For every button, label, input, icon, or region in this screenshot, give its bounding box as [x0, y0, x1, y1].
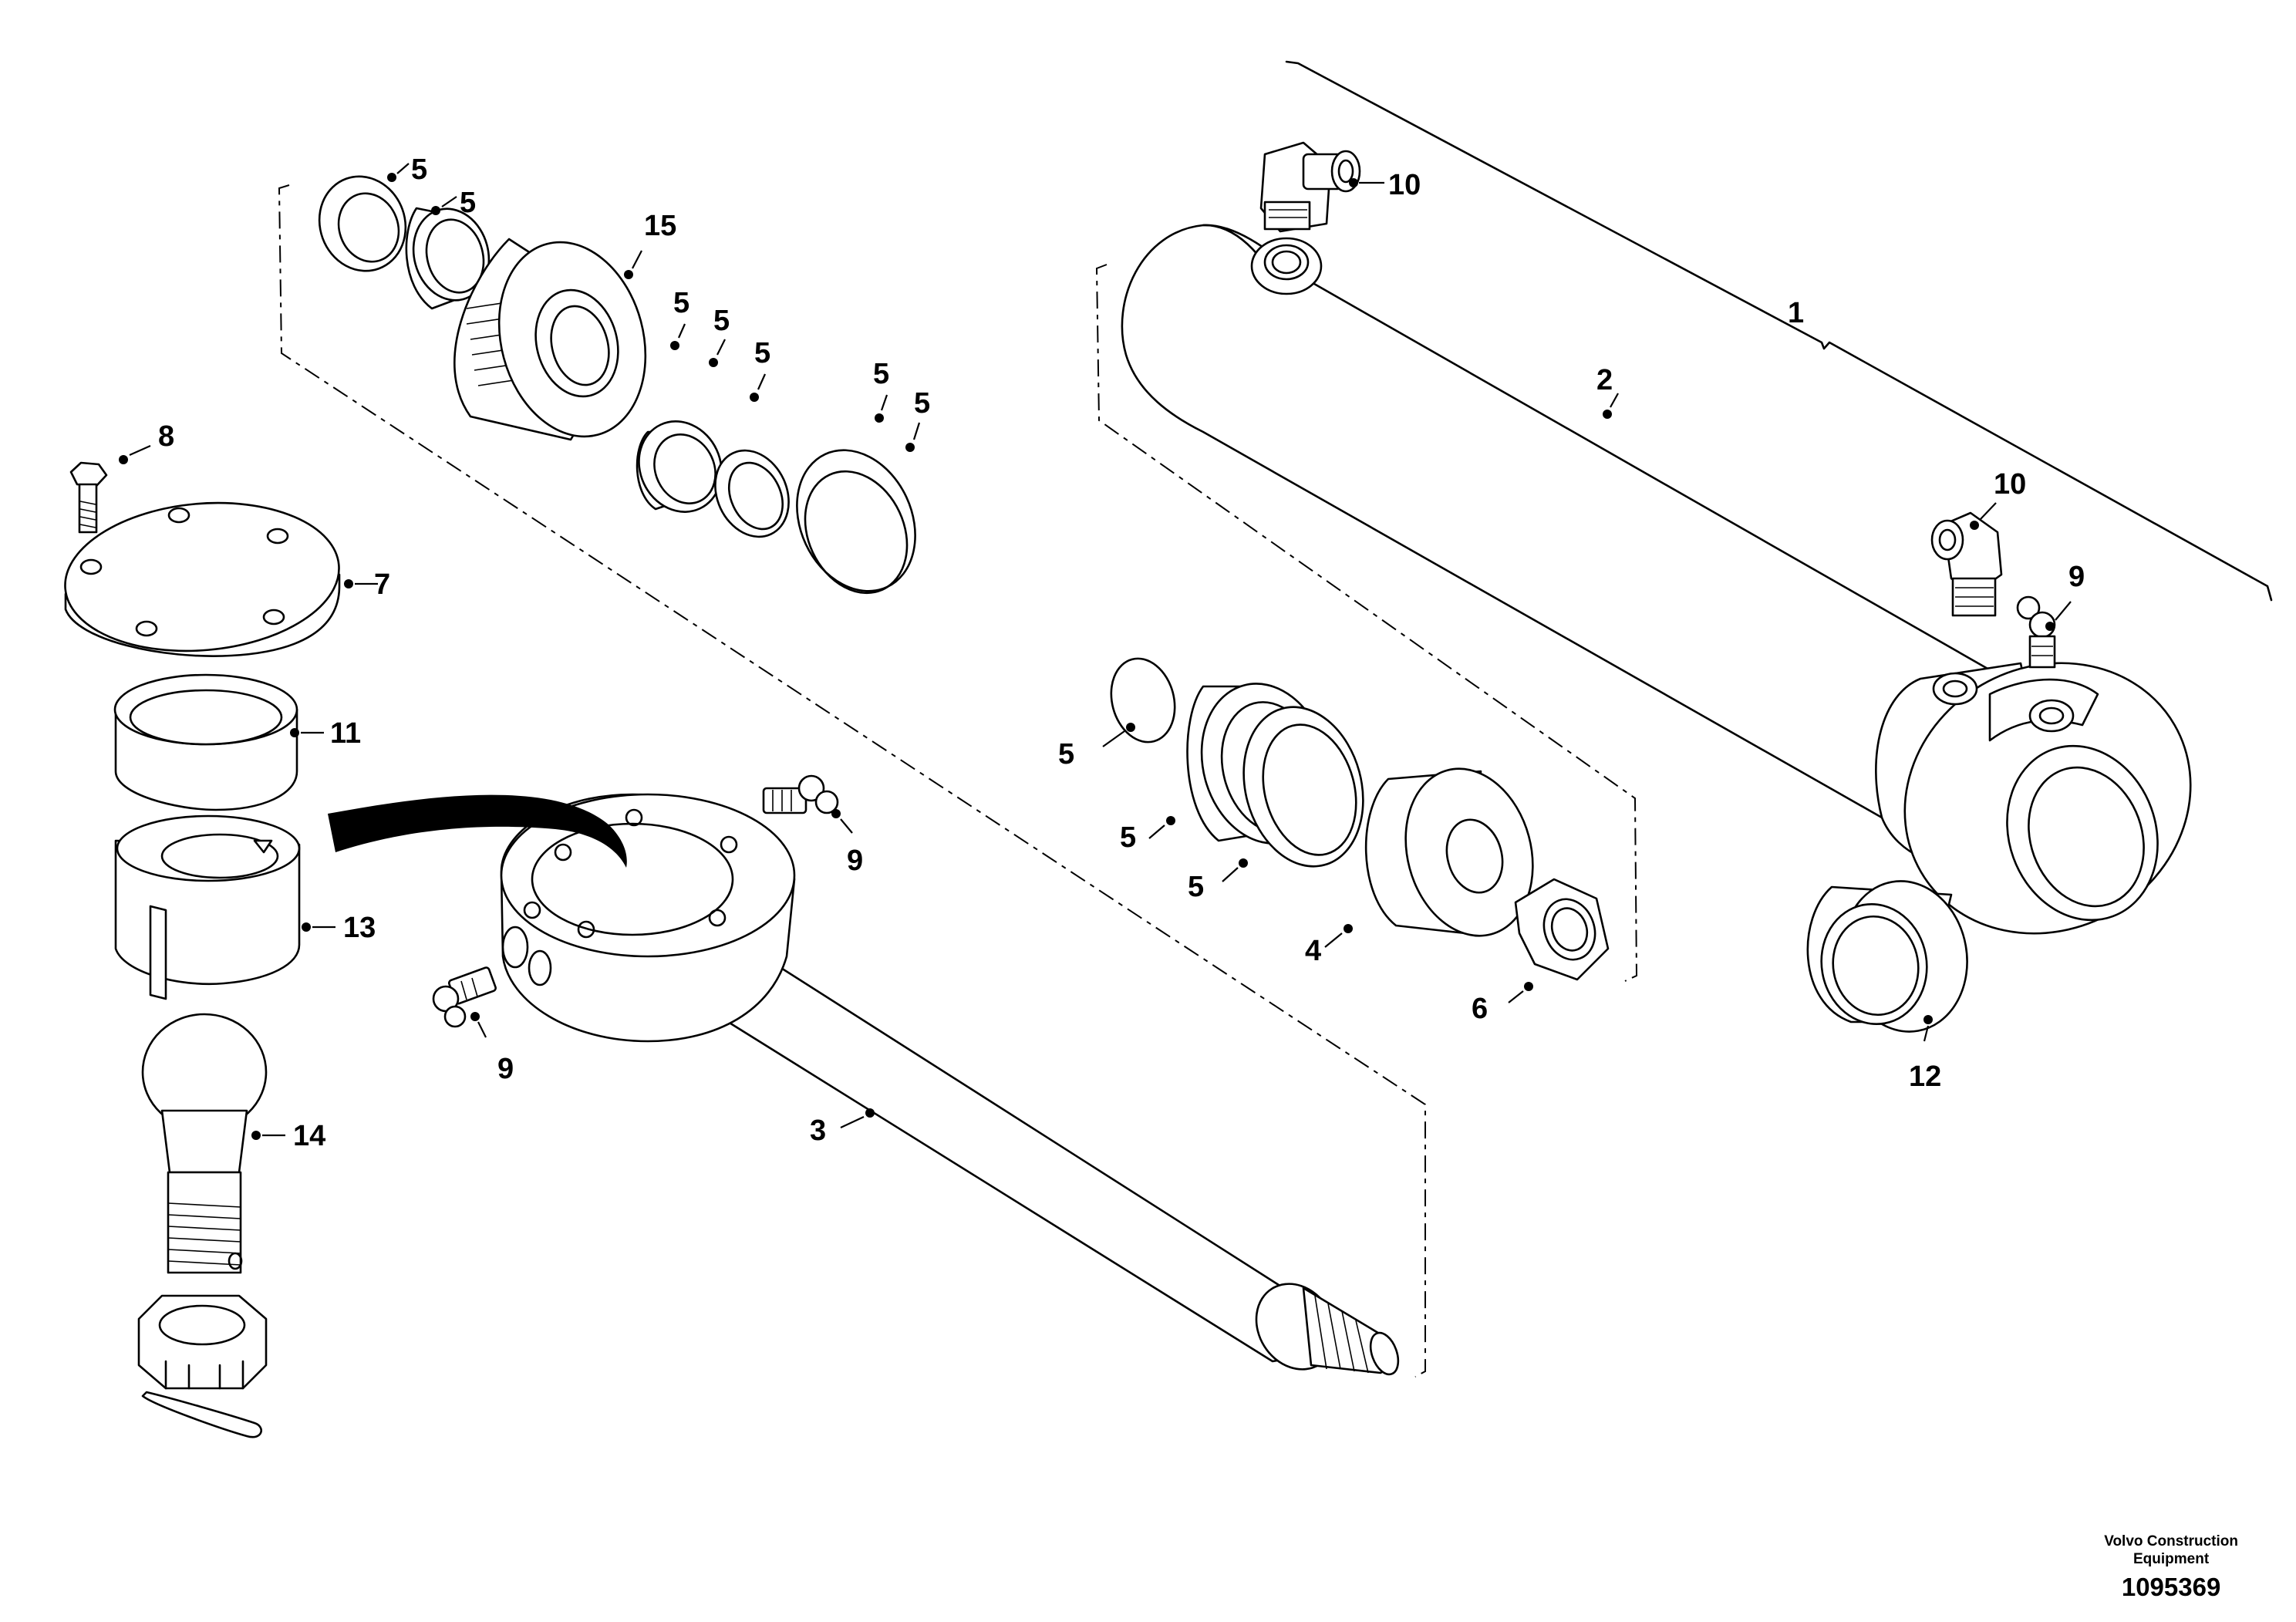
seal-ring-d	[714, 449, 790, 538]
callout-9-b: 9	[497, 1053, 514, 1085]
hose-arrow	[328, 794, 627, 868]
piston-rod	[500, 793, 1400, 1376]
callout-5-i: 5	[1120, 821, 1136, 854]
grease-nipple-rod-right	[762, 774, 839, 814]
castle-nut	[137, 1294, 268, 1390]
callout-5-b: 5	[460, 187, 476, 219]
bolt	[69, 461, 108, 534]
seal-ring-c	[636, 420, 723, 513]
drawing-number: 1095369	[2121, 1573, 2221, 1601]
barrel-rod-eye	[1875, 662, 2192, 935]
callout-5-e: 5	[754, 337, 770, 369]
callout-11: 11	[330, 717, 361, 750]
callout-3: 3	[810, 1114, 826, 1147]
cover-plate	[64, 501, 341, 657]
grease-nipple-rod-left	[432, 966, 497, 1028]
callout-15: 15	[644, 210, 676, 242]
company-line-2: Equipment	[2133, 1551, 2210, 1567]
callout-5-g: 5	[914, 387, 930, 420]
callout-9-a: 9	[847, 845, 863, 877]
callout-5-a: 5	[411, 153, 427, 186]
leader-lines	[119, 163, 2072, 1140]
callout-5-f: 5	[873, 358, 889, 390]
callout-9-c: 9	[2068, 561, 2085, 593]
lock-nut	[1514, 878, 1610, 981]
callout-6: 6	[1472, 993, 1488, 1025]
assembly-bracket-1	[1285, 60, 2273, 602]
grease-nipple-barrel	[2016, 595, 2056, 669]
callout-10-b: 10	[1994, 468, 2026, 501]
seal-ring-b	[405, 207, 491, 310]
split-bushing	[114, 814, 301, 1000]
group-dashed-lines	[278, 184, 1638, 1378]
callout-5-c: 5	[673, 287, 689, 319]
callout-12: 12	[1909, 1061, 1941, 1093]
callout-8: 8	[158, 420, 174, 453]
callout-5-h: 5	[1058, 738, 1074, 771]
ball-stud	[141, 1013, 268, 1274]
cotter-pin	[141, 1391, 262, 1438]
spacer-ring	[113, 673, 298, 811]
o-ring-small	[1110, 657, 1176, 744]
callout-10-a: 10	[1388, 169, 1421, 201]
callout-14: 14	[293, 1120, 325, 1152]
callout-5-j: 5	[1188, 871, 1204, 903]
wear-ring-large	[796, 449, 916, 595]
seal-ring-a	[318, 175, 407, 272]
elbow-fitting-side	[1930, 511, 2003, 617]
callout-1: 1	[1788, 297, 1804, 329]
wear-ring-barrel-b	[1242, 706, 1364, 868]
company-line-1: Volvo Construction	[2104, 1533, 2238, 1549]
callout-13: 13	[343, 912, 376, 944]
drawing-credit: Volvo Construction Equipment 1095369	[2104, 1533, 2238, 1602]
callout-4: 4	[1305, 935, 1321, 967]
callout-2: 2	[1596, 364, 1613, 396]
piston	[453, 238, 647, 441]
spherical-bearing	[1806, 880, 1968, 1033]
piston-barrel	[1364, 767, 1534, 937]
callout-7: 7	[374, 568, 390, 601]
callout-5-d: 5	[713, 305, 730, 337]
elbow-fitting-top	[1259, 141, 1361, 233]
callouts: 1 2 3 4 5 5 5 5 5 5 5 5 5 5 5 6 7 8 9 9 …	[158, 153, 2085, 1152]
